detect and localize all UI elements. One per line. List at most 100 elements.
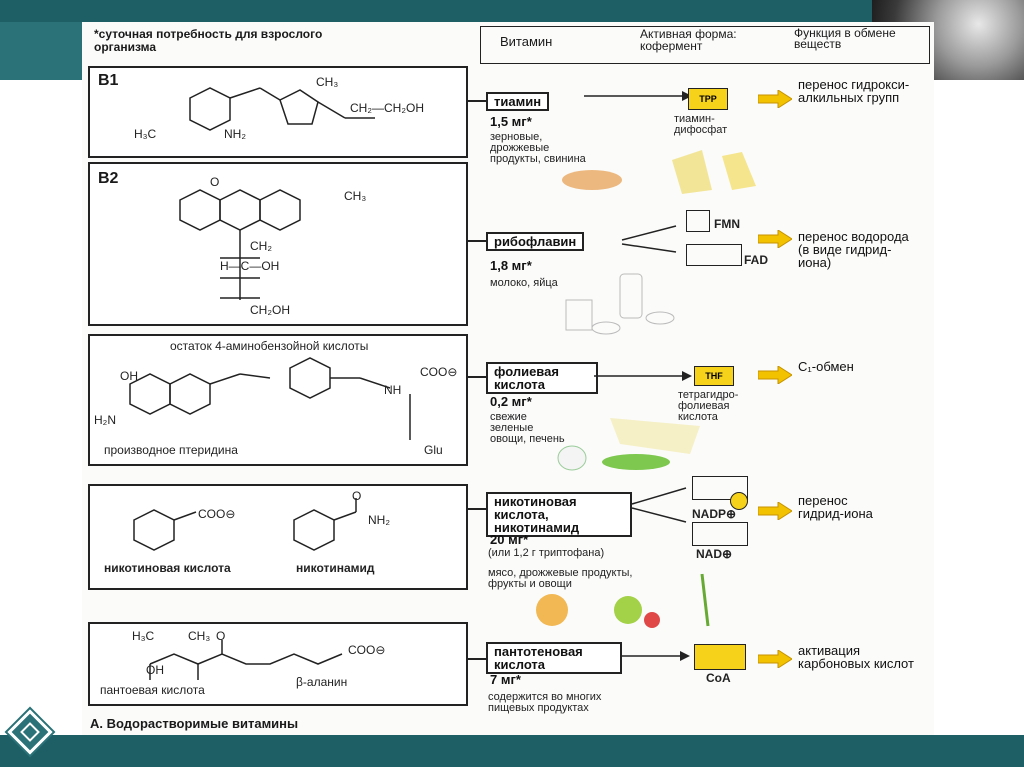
vitamin-name-pantothenic: пантотеновая кислота: [486, 642, 622, 674]
chem-label: COO⊖: [198, 507, 236, 521]
chem-label: CH₃: [344, 189, 367, 203]
function-niacin: перенос гидрид-иона: [798, 493, 873, 521]
chem-label: COO⊖: [348, 643, 386, 657]
nad-shape: [692, 522, 748, 546]
arrow-icon: [631, 487, 687, 523]
dose-folic: 0,2 мг*: [490, 394, 532, 409]
structure-box-b2: B2 O CH₃ CH₂ H—C—OH CH₂OH: [88, 162, 468, 326]
chem-label: O: [216, 629, 226, 643]
food-illustration: [557, 418, 700, 471]
food-illustration: [536, 573, 710, 628]
coenzyme-tag-fad: FAD: [744, 253, 768, 267]
chem-label: O: [352, 489, 362, 503]
header-note: *суточная потребность для взрослого орга…: [94, 27, 323, 54]
niacin-structure: [133, 498, 357, 551]
sources-b1: зерновые, дрожжевые продукты, свинина: [490, 131, 586, 165]
yellow-arrow-icon: [758, 366, 792, 384]
vitamin-name-niacin: никотиновая кислота, никотинамид: [486, 492, 632, 537]
dose-b2: 1,8 мг*: [490, 258, 532, 273]
chem-label: CH₂: [250, 239, 272, 253]
bottom-bar: [0, 735, 1024, 767]
chem-label: O: [210, 175, 220, 189]
coenzyme-tag-nadp: NADP⊕: [692, 507, 737, 521]
coenzyme-tag-coa: CoA: [706, 671, 731, 685]
connector: [466, 658, 486, 660]
function-folic: C₁-обмен: [798, 359, 854, 374]
structure-box-pantothenic: H₃C CH₃ O COO⊖ OH пантоевая кислота β-ал…: [88, 622, 468, 706]
folic-caption-bottom: производное птеридина: [104, 443, 238, 457]
structure-box-folic: остаток 4-аминобензойной кислоты OH H₂N …: [88, 334, 468, 466]
coenzyme-name-folic: тетрагидро-фолиевая кислота: [678, 389, 739, 423]
connector: [466, 240, 486, 242]
left-accent-block: [0, 22, 82, 80]
yellow-arrow-icon: [758, 502, 792, 520]
coenzyme-tag-tpp: TPP: [688, 88, 728, 110]
function-b2: перенос водорода (в виде гидрид-иона): [798, 229, 909, 270]
thiamine-structure: [189, 87, 375, 131]
chem-label: NH₂: [224, 127, 246, 141]
glu-label: Glu: [424, 443, 443, 457]
phosphate-icon: [730, 492, 748, 510]
header-col-function: Функция в обмене веществ: [794, 26, 896, 51]
chem-label: COO⊖: [420, 365, 458, 379]
connector: [466, 100, 486, 102]
chem-name-beta-alanine: β-аланин: [296, 675, 348, 689]
chem-name-nicotinamide: никотинамид: [296, 561, 375, 575]
food-illustration: [562, 150, 756, 194]
structure-box-b1: B1 H₃C NH₂ CH₃ CH₂—CH₂OH: [88, 66, 468, 158]
chem-label: CH₂OH: [250, 303, 290, 317]
chem-label: NH₂: [368, 513, 390, 527]
header-box: [480, 26, 930, 64]
structure-box-niacin: COO⊖ O NH₂ никотиновая кислота никотинам…: [88, 484, 468, 590]
chem-label: H—C—OH: [220, 259, 280, 273]
vitamin-name-b1: тиамин: [486, 92, 550, 111]
yellow-arrow-icon: [758, 230, 792, 248]
coenzyme-name-b1: тиамин-дифосфат: [674, 113, 728, 136]
connector: [466, 508, 486, 510]
coa-shape: [694, 644, 746, 670]
top-bar: [0, 0, 1024, 22]
food-illustration: [565, 273, 675, 335]
chem-name-pantoic: пантоевая кислота: [100, 683, 205, 697]
fad-shape: [686, 244, 742, 266]
yellow-arrow-icon: [758, 90, 792, 108]
dose-pantothenic: 7 мг*: [490, 672, 521, 687]
yellow-arrow-icon: [758, 650, 792, 668]
sources-folic: свежие зеленые овощи, печень: [490, 411, 565, 445]
coenzyme-tag-fmn: FMN: [714, 217, 740, 231]
header-col-active: Активная форма: кофермент: [640, 27, 737, 53]
arrow-icon: [622, 651, 690, 661]
nadp-shape: [692, 476, 748, 500]
figure-title: A. Водорастворимые витамины: [90, 716, 299, 731]
coenzyme-tag-thf: THF: [694, 366, 734, 386]
sources-b2: молоко, яйца: [490, 277, 558, 289]
sources-pantothenic: содержится во многих пищевых продуктах: [488, 691, 602, 714]
arrow-icon: [621, 225, 677, 253]
chem-label: CH₂—CH₂OH: [350, 101, 424, 115]
fmn-shape: [686, 210, 710, 232]
dose-b1: 1,5 мг*: [490, 114, 532, 129]
header-col-vitamin: Витамин: [500, 34, 553, 49]
vitamin-label-b2: B2: [98, 170, 119, 187]
vitamin-name-folic: фолиевая кислота: [486, 362, 598, 394]
folic-caption-top: остаток 4-аминобензойной кислоты: [170, 339, 369, 353]
chem-label: OH: [146, 663, 164, 677]
chem-label: H₂N: [94, 413, 116, 427]
chem-label: OH: [120, 369, 138, 383]
sources-niacin: мясо, дрожжевые продукты, фрукты и овощи: [488, 567, 633, 590]
connector: [466, 376, 486, 378]
arrow-icon: [594, 371, 692, 381]
riboflavin-structure: [179, 189, 301, 300]
coenzyme-tag-nad: NAD⊕: [696, 547, 733, 561]
chem-label: CH₃: [188, 629, 211, 643]
chem-label: H₃C: [134, 127, 157, 141]
chem-label: CH₃: [316, 75, 339, 89]
chem-label: NH: [384, 383, 402, 397]
vitamin-name-b2: рибофлавин: [486, 232, 585, 251]
dose-niacin: 20 мг*: [490, 532, 529, 547]
arrow-icon: [584, 91, 692, 101]
vitamin-scan-sheet: *суточная потребность для взрослого орга…: [82, 22, 934, 735]
folic-acid-structure: [129, 357, 411, 440]
chem-name-nicotinic: никотиновая кислота: [104, 561, 231, 575]
function-b1: перенос гидрокси-алкильных групп: [798, 77, 910, 105]
